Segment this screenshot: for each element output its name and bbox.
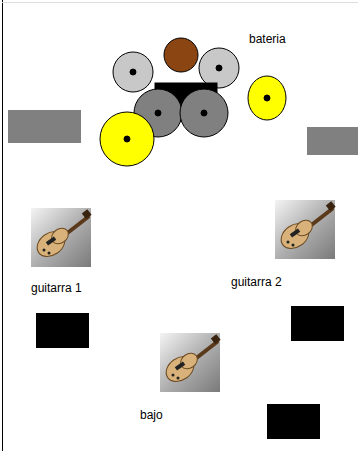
border-line bbox=[2, 2, 358, 3]
monitor bbox=[267, 404, 320, 439]
instrument-label: guitarra 1 bbox=[31, 281, 82, 295]
monitor bbox=[291, 306, 344, 341]
side-fill bbox=[307, 127, 358, 155]
drum-kit bbox=[100, 38, 286, 166]
guitar-icon bbox=[275, 200, 336, 259]
bass-icon bbox=[160, 333, 221, 392]
border-line bbox=[2, 0, 3, 451]
instrument-label: bajo bbox=[140, 408, 163, 422]
side-fill bbox=[8, 110, 81, 143]
monitor bbox=[36, 313, 89, 348]
guitar-icon bbox=[31, 208, 92, 267]
drum-label: bateria bbox=[249, 32, 286, 46]
instrument-label: guitarra 2 bbox=[231, 275, 282, 289]
